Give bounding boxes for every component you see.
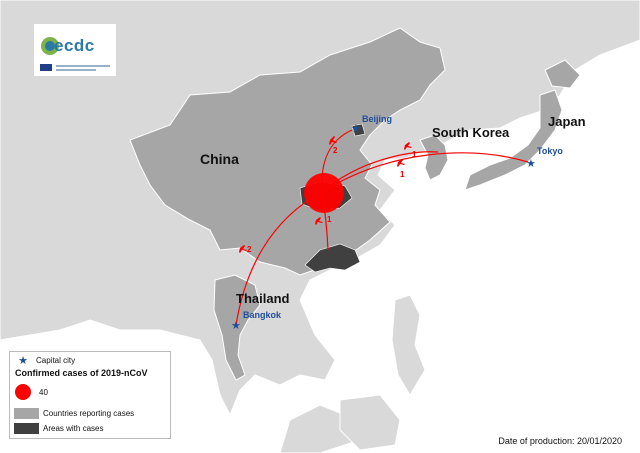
flow-arc-bangkok bbox=[235, 191, 323, 326]
country-label-thailand: Thailand bbox=[236, 291, 290, 306]
plane-icons bbox=[239, 136, 412, 253]
flow-count-seoul: 1 bbox=[412, 150, 417, 159]
plane-icon bbox=[404, 142, 412, 150]
capital-star-icon: ★ bbox=[526, 157, 536, 170]
flow-count-guangdong: 1 bbox=[327, 215, 332, 224]
legend-title: Confirmed cases of 2019-nCoV bbox=[15, 368, 148, 378]
region-korea bbox=[419, 134, 449, 181]
legend-reporting-label: Countries reporting cases bbox=[43, 409, 135, 418]
legend: ★ Capital city Confirmed cases of 2019-n… bbox=[9, 351, 171, 439]
city-label-beijing: Beijing bbox=[362, 114, 392, 124]
areas-swatch bbox=[14, 423, 39, 434]
flow-arc-tokyo bbox=[321, 152, 529, 193]
flow-count-bangkok: 2 bbox=[247, 245, 252, 254]
legend-capital-label: Capital city bbox=[36, 356, 76, 365]
country-label-china: China bbox=[200, 151, 239, 167]
land-philippines bbox=[391, 294, 426, 396]
ecdc-logo: ecdc bbox=[34, 24, 116, 76]
plane-icon bbox=[239, 245, 247, 253]
flow-count-tokyo: 1 bbox=[400, 170, 405, 179]
reporting-swatch bbox=[14, 408, 39, 419]
plane-icon bbox=[329, 136, 337, 145]
legend-row-areas: Areas with cases bbox=[14, 423, 103, 434]
legend-row-capital: ★ Capital city bbox=[14, 354, 75, 367]
region-japan bbox=[464, 89, 563, 191]
capital-star-icon: ★ bbox=[351, 122, 361, 135]
area-beijing bbox=[351, 123, 366, 137]
capital-markers: ★ ★ ★ bbox=[231, 122, 536, 332]
capital-star-icon: ★ bbox=[18, 355, 28, 367]
land-borneo bbox=[339, 394, 401, 451]
logo-text: ecdc bbox=[54, 36, 95, 55]
production-date: Date of production: 20/01/2020 bbox=[498, 436, 622, 446]
country-label-south-korea: South Korea bbox=[432, 125, 510, 140]
plane-icon bbox=[315, 217, 323, 225]
capital-star-icon: ★ bbox=[231, 319, 241, 332]
legend-bubble-value: 40 bbox=[39, 387, 48, 397]
case-bubble-icon bbox=[15, 384, 31, 400]
flow-count-beijing: 2 bbox=[333, 146, 338, 155]
city-label-tokyo: Tokyo bbox=[537, 146, 563, 156]
region-thailand bbox=[213, 274, 261, 381]
country-label-japan: Japan bbox=[548, 114, 586, 129]
legend-row-reporting: Countries reporting cases bbox=[14, 408, 134, 419]
area-guangdong bbox=[304, 243, 361, 273]
case-bubble-wuhan bbox=[304, 173, 344, 213]
region-china bbox=[129, 27, 446, 276]
plane-icon bbox=[397, 159, 405, 167]
ecdc-globe-icon bbox=[40, 37, 110, 71]
legend-areas-label: Areas with cases bbox=[43, 424, 104, 433]
legend-row-bubble: 40 bbox=[14, 384, 48, 400]
city-label-bangkok: Bangkok bbox=[243, 310, 282, 320]
region-hokkaido bbox=[544, 59, 581, 89]
flows bbox=[235, 129, 529, 326]
